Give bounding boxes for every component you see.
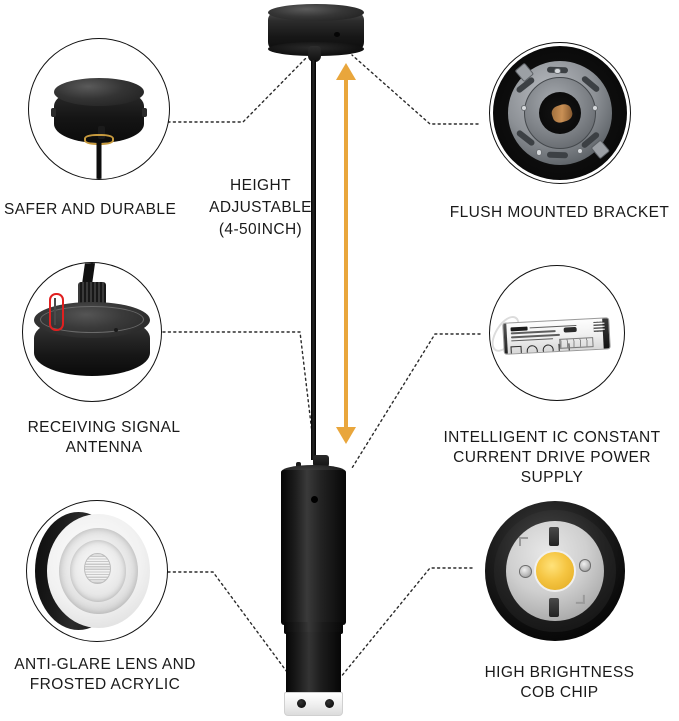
callout-image-intelligent-ic-driver bbox=[489, 265, 625, 401]
driver-module bbox=[502, 316, 612, 355]
callout-image-receiving-signal-antenna bbox=[22, 262, 162, 402]
bracket-screw bbox=[554, 68, 561, 75]
driver-spec-table bbox=[559, 336, 595, 349]
antenna-pin bbox=[54, 297, 57, 326]
callout-image-anti-glare-lens bbox=[26, 500, 168, 642]
canopy-side-nub-right bbox=[142, 107, 148, 117]
height-arrow-head-up bbox=[336, 63, 356, 80]
bracket-screw bbox=[576, 148, 584, 155]
connector-cob bbox=[339, 567, 473, 679]
height-arrow-shaft bbox=[344, 78, 348, 428]
callout-label-flush-mounted-bracket: FLUSH MOUNTED BRACKET bbox=[449, 204, 670, 221]
canopy-side-nub-left bbox=[50, 107, 56, 117]
driver-brand-logo bbox=[511, 325, 529, 332]
cob-contact-pad bbox=[549, 597, 560, 617]
bracket-screw bbox=[520, 104, 528, 111]
driver-cert-icons bbox=[511, 341, 571, 355]
canopy-cord bbox=[96, 139, 102, 179]
product-body-step-ring bbox=[284, 622, 343, 634]
canopy-stem bbox=[97, 125, 105, 139]
canopy-top-shape bbox=[54, 78, 144, 107]
product-lower-barrel bbox=[286, 632, 341, 695]
driver-qr-code bbox=[594, 321, 606, 332]
product-canopy-hole bbox=[334, 32, 340, 37]
antenna-highlight-box bbox=[49, 293, 65, 331]
lens-center-diffuser bbox=[84, 552, 111, 584]
product-canopy-cable-gland bbox=[308, 46, 321, 62]
product-base-dot bbox=[297, 699, 306, 708]
cob-plate-notch bbox=[575, 594, 585, 604]
product-cylinder-body bbox=[281, 470, 346, 625]
callout-label-receiving-signal-antenna: RECEIVING SIGNAL ANTENNA bbox=[27, 419, 181, 456]
product-suspension-cord bbox=[311, 60, 316, 460]
callout-label-safer-and-durable: SAFER AND DURABLE bbox=[4, 201, 177, 218]
cob-led-emitter bbox=[534, 550, 576, 592]
cert-icon-round bbox=[543, 343, 555, 355]
cob-screw bbox=[519, 565, 533, 578]
height-arrow-head-down bbox=[336, 427, 356, 444]
driver-tuya-badge bbox=[563, 326, 577, 332]
product-base-dot bbox=[325, 699, 334, 708]
driver-end-cap-left bbox=[502, 323, 509, 354]
callout-label-intelligent-ic-driver: INTELLIGENT IC CONSTANT CURRENT DRIVE PO… bbox=[443, 429, 661, 486]
driver-spec-line bbox=[511, 333, 561, 338]
bracket-slot bbox=[547, 151, 569, 159]
antenna-canopy-lip bbox=[39, 305, 145, 334]
cert-icon-house bbox=[527, 344, 539, 355]
connector-safer-durable bbox=[167, 57, 307, 123]
callout-label-anti-glare-lens: ANTI-GLARE LENS AND FROSTED ACRYLIC bbox=[14, 656, 196, 693]
cob-plate-notch bbox=[519, 536, 529, 546]
antenna-screw-hole bbox=[114, 327, 119, 332]
height-adjustable-label: HEIGHT ADJUSTABLE (4-50INCH) bbox=[209, 177, 312, 238]
bracket-screw bbox=[536, 149, 543, 156]
callout-image-flush-mounted-bracket bbox=[489, 42, 631, 184]
product-canopy-top bbox=[268, 4, 364, 21]
cert-icon-square bbox=[511, 345, 523, 355]
connector-flush-bracket bbox=[351, 54, 479, 125]
product-frosted-acrylic-base bbox=[284, 692, 343, 716]
bracket-screw bbox=[592, 104, 599, 111]
callout-image-safer-and-durable bbox=[28, 38, 170, 180]
cob-contact-pad bbox=[549, 526, 560, 546]
callout-label-high-brightness-cob: HIGH BRIGHTNESS COB CHIP bbox=[484, 664, 635, 701]
product-body-port bbox=[311, 496, 318, 503]
callout-image-high-brightness-cob bbox=[481, 497, 629, 645]
cob-screw bbox=[578, 559, 592, 572]
